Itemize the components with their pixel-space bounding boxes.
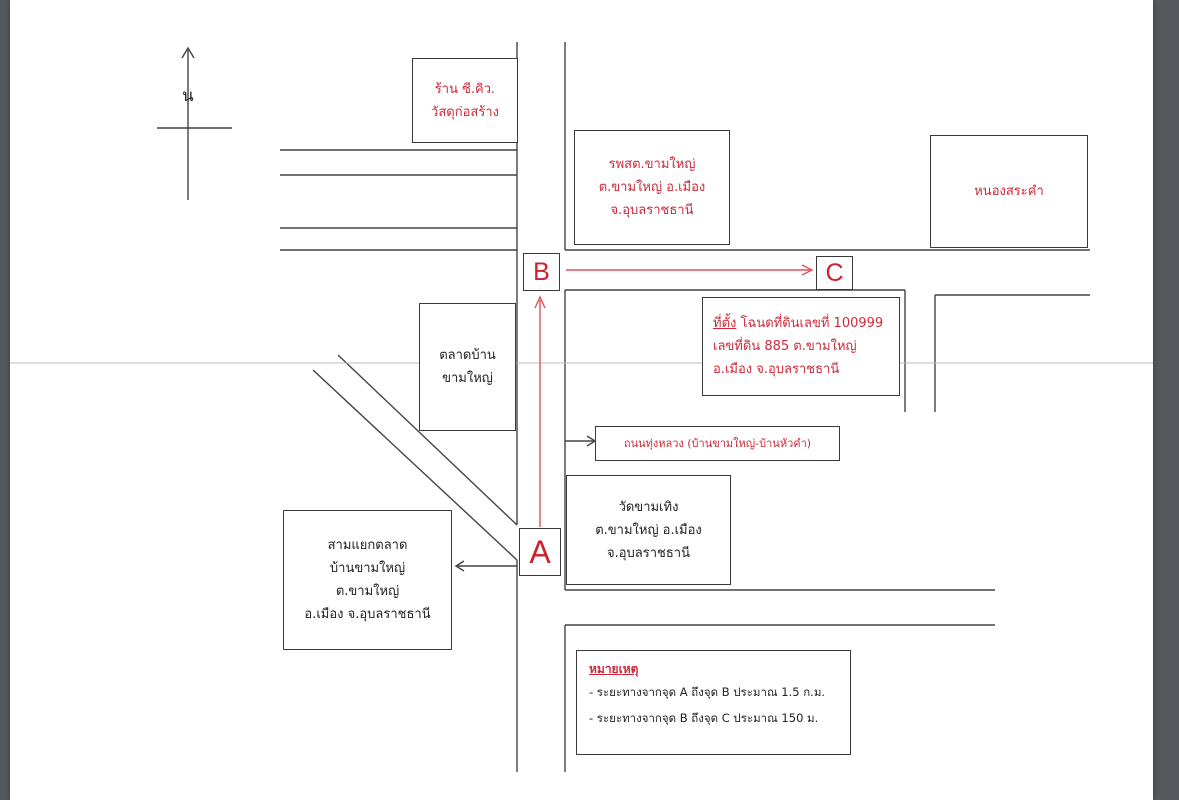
road-edge: [337, 354, 518, 526]
temple-line: วัดขามเทิง: [618, 499, 679, 515]
location-prefix: ที่ตั้ง: [713, 316, 737, 331]
location-deed: โฉนดที่ดินเลขที่ 100999: [736, 316, 884, 331]
hardware-store-box: ร้าน ซี.คิว. วัสดุก่อสร้าง: [412, 58, 518, 143]
point-c-marker: C: [816, 256, 853, 290]
point-a-marker: A: [519, 528, 561, 576]
junction-line: บ้านขามใหญ่: [329, 561, 406, 576]
map-page: น ร้าน ซี.คิว. วัสดุก่อสร้าง รพสต.ขามใหญ…: [10, 0, 1153, 800]
note-box: หมายเหตุ - ระยะทางจากจุด A ถึงจุด B ประม…: [576, 650, 851, 755]
north-label: น: [182, 86, 194, 106]
temple-line: จ.อุบลราชธานี: [606, 545, 690, 561]
market-line: ขามใหญ่: [442, 371, 493, 386]
junction-box: สามแยกตลาด บ้านขามใหญ่ ต.ขามใหญ่ อ.เมือง…: [283, 510, 452, 650]
junction-line: อ.เมือง จ.อุบลราชธานี: [304, 607, 431, 622]
route-arrowhead: [534, 295, 546, 309]
health-hospital-box: รพสต.ขามใหญ่ ต.ขามใหญ่ อ.เมือง จ.อุบลราช…: [574, 130, 730, 245]
road-label-box: ถนนทุ่งหลวง (บ้านขามใหญ่-บ้านหัวคำ): [595, 426, 840, 461]
pond-label: หนองสระคำ: [974, 184, 1044, 199]
junction-line: ต.ขามใหญ่: [335, 584, 400, 599]
junction-line: สามแยกตลาด: [327, 538, 408, 553]
route-arrowhead: [801, 264, 814, 276]
north-arrow: [181, 46, 195, 59]
pointer-arrowhead: [454, 560, 465, 572]
market-box: ตลาดบ้าน ขามใหญ่: [419, 303, 516, 431]
hardware-store-line: ร้าน ซี.คิว.: [434, 81, 496, 97]
market-line: ตลาดบ้าน: [439, 348, 496, 363]
note-item: - ระยะทางจากจุด A ถึงจุด B ประมาณ 1.5 ก.…: [589, 685, 826, 699]
location-line-3: อ.เมือง จ.อุบลราชธานี: [713, 362, 840, 377]
location-line-1: ที่ตั้ง โฉนดที่ดินเลขที่ 100999: [713, 312, 883, 335]
hardware-store-line: วัสดุก่อสร้าง: [431, 104, 499, 120]
hospital-line: จ.อุบลราชธานี: [610, 203, 694, 218]
pond-box: หนองสระคำ: [930, 135, 1088, 248]
hospital-line: รพสต.ขามใหญ่: [608, 157, 696, 172]
note-title: หมายเหตุ: [589, 662, 639, 676]
point-b-marker: B: [523, 253, 560, 291]
temple-box: วัดขามเทิง ต.ขามใหญ่ อ.เมือง จ.อุบลราชธา…: [566, 475, 731, 585]
location-box: ที่ตั้ง โฉนดที่ดินเลขที่ 100999 เลขที่ดิ…: [702, 297, 900, 396]
temple-line: ต.ขามใหญ่ อ.เมือง: [595, 522, 702, 538]
note-item: - ระยะทางจากจุด B ถึงจุด C ประมาณ 150 ม.: [589, 711, 819, 725]
road-label: ถนนทุ่งหลวง (บ้านขามใหญ่-บ้านหัวคำ): [623, 437, 812, 450]
hospital-line: ต.ขามใหญ่ อ.เมือง: [598, 180, 706, 195]
road-edge: [312, 369, 518, 561]
road-network: [10, 42, 1153, 772]
location-line-2: เลขที่ดิน 885 ต.ขามใหญ่: [713, 339, 857, 354]
